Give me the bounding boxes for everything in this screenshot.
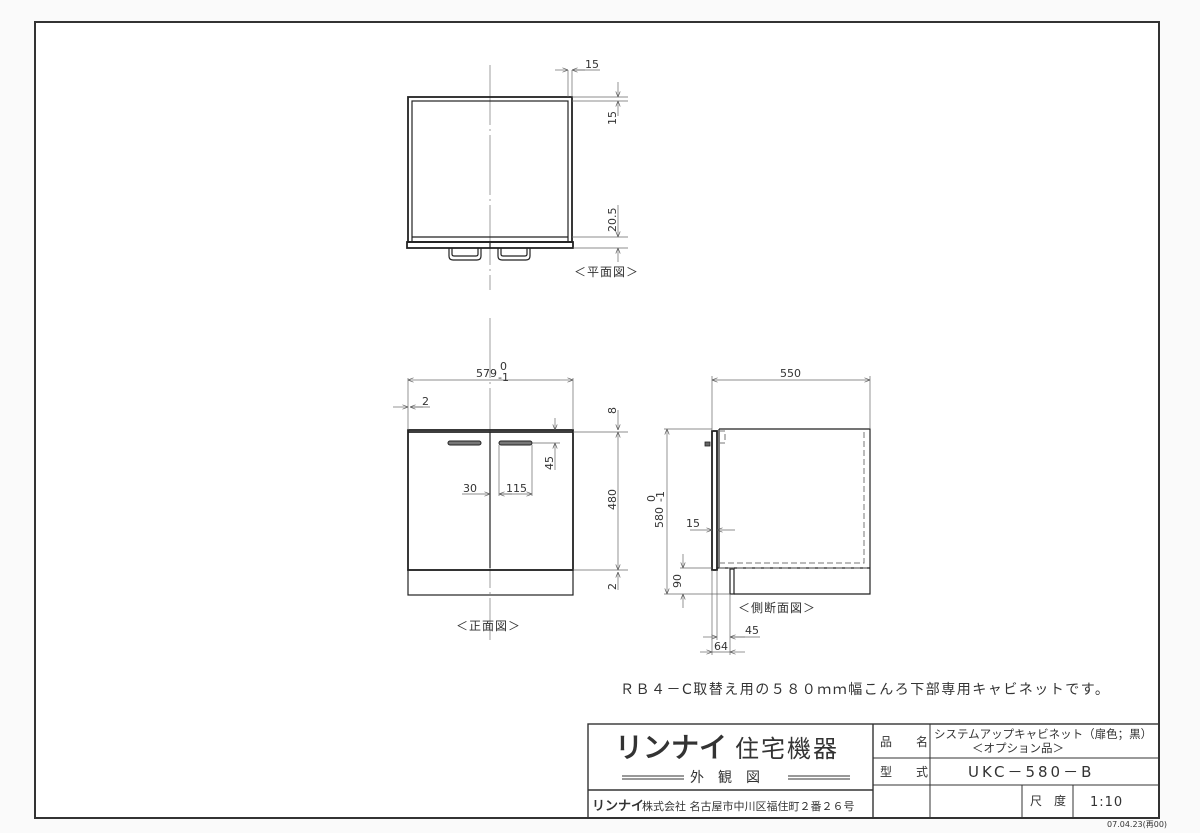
door-handle-left [447, 440, 482, 446]
dim-plinth-height: 90 [671, 574, 684, 588]
svg-text:0: 0 [500, 360, 507, 373]
dim-bottom-gap: 2 [606, 583, 619, 590]
dim-side-panel: 15 [585, 58, 599, 71]
door-knob [704, 441, 711, 447]
revision-stamp: 07.04.23(再00) [1107, 820, 1167, 829]
brand-logo: リンナイ [615, 731, 727, 764]
company-brand: リンナイ [592, 799, 644, 814]
dim-depth: 550 [780, 367, 801, 380]
dim-plinth-inset: 45 [745, 624, 759, 637]
title-block: リンナイ 住宅機器 外 観 図 リンナイ 株式会社 名古屋市中川区福住町２番２６… [587, 723, 1167, 829]
side-section-view: 550 580 0 -1 90 15 45 64 ＜側断面図＞ [645, 367, 871, 655]
side-view-label: ＜側断面図＞ [738, 600, 816, 615]
drawing-frame [34, 21, 1160, 819]
dim-top-gap: 8 [606, 407, 619, 414]
plan-view-label: ＜平面図＞ [574, 265, 639, 279]
svg-text:0: 0 [645, 495, 658, 502]
front-view-label: ＜正面図＞ [456, 619, 521, 633]
handle-left-icon [448, 248, 482, 261]
brand-suffix: 住宅機器 [735, 735, 839, 763]
scale-value: 1:10 [1090, 795, 1123, 810]
dim-height: 580 [653, 507, 666, 528]
dim-handle-drop: 45 [543, 456, 556, 470]
dim-door-height: 480 [606, 489, 619, 510]
dim-front-gap: 20.5 [606, 208, 619, 233]
drawing-note: ＲＢ４－C取替え用の５８０ｍｍ幅こんろ下部専用キャビネットです。 [620, 682, 1110, 698]
model-value: UKC－580－B [968, 763, 1094, 781]
svg-text:-1: -1 [498, 371, 509, 384]
product-name-line2: ＜オプション品＞ [972, 741, 1064, 755]
dim-door-thickness: 15 [686, 517, 700, 530]
dim-handle-offset: 30 [463, 482, 477, 495]
door-handle-right [498, 440, 533, 446]
product-name-label: 品 名 [880, 734, 928, 749]
front-view: 579 0 -1 2 8 480 2 45 30 115 ＜正面図＞ [393, 318, 628, 640]
plan-view: 15 15 20.5 ＜平面図＞ [406, 58, 639, 290]
sheet-type: 外 観 図 [690, 769, 760, 786]
model-label: 型 式 [880, 765, 928, 779]
dim-handle-length: 115 [506, 482, 527, 495]
company-address: 株式会社 名古屋市中川区福住町２番２６号 [642, 799, 855, 813]
dim-width: 579 [476, 367, 497, 380]
dim-offset-left: 2 [422, 395, 429, 408]
product-name-line1: システムアップキャビネット（扉色；黒） [934, 727, 1152, 741]
dim-back-panel: 15 [606, 111, 619, 125]
scale-label: 尺 度 [1030, 793, 1066, 808]
svg-text:-1: -1 [654, 491, 667, 502]
dim-plinth-offset: 64 [714, 640, 728, 653]
handle-right-icon [497, 248, 531, 261]
